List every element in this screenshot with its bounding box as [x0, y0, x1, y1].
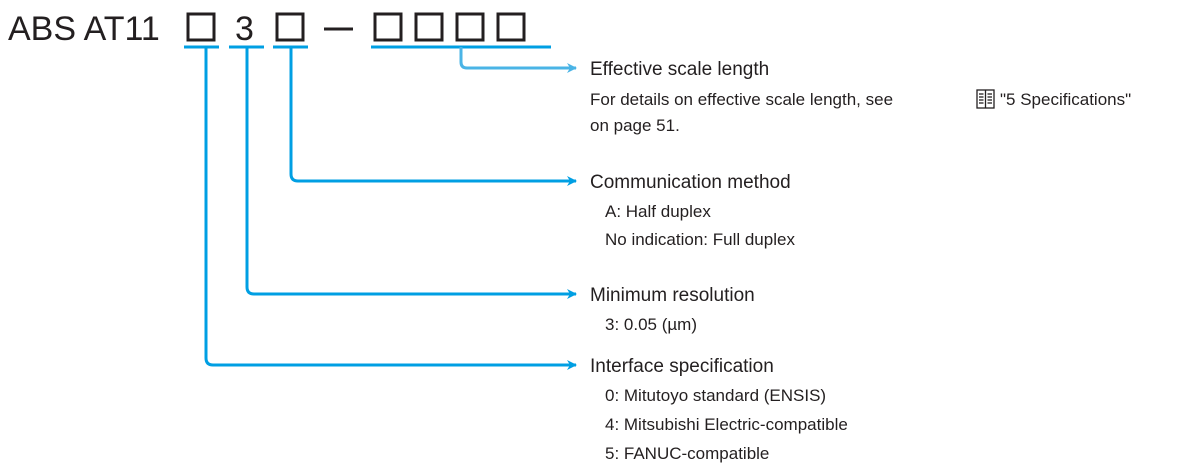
communication-option: A: Half duplex	[605, 202, 711, 221]
placeholder-box-length-3	[455, 12, 485, 42]
interface-option: 0: Mitutoyo standard (ENSIS)	[605, 386, 826, 405]
interface-title: Interface specification	[590, 356, 774, 377]
effective-scale-detail-text: For details on effective scale length, s…	[590, 90, 893, 109]
model-prefix: ABS AT11	[8, 10, 160, 48]
placeholder-box-communication	[275, 12, 305, 42]
placeholder-box-length-4	[496, 12, 526, 42]
resolution-title: Minimum resolution	[590, 285, 755, 306]
interface-option: 4: Mitsubishi Electric-compatible	[605, 415, 848, 434]
placeholder-box-interface	[186, 12, 216, 42]
arrow-communication	[289, 47, 577, 186]
placeholder-box-length-1	[373, 12, 403, 42]
model-fixed-digit: 3	[235, 10, 254, 48]
effective-scale-page-ref: on page 51.	[590, 116, 680, 135]
arrow-resolution	[245, 47, 577, 299]
manual-book-icon	[976, 89, 995, 109]
arrow-interface	[204, 47, 577, 370]
effective-scale-title: Effective scale length	[590, 59, 769, 80]
communication-option: No indication: Full duplex	[605, 230, 795, 249]
communication-title: Communication method	[590, 172, 791, 193]
effective-scale-reference-link[interactable]: "5 Specifications"	[1000, 90, 1131, 109]
placeholder-box-length-2	[414, 12, 444, 42]
interface-option: 5: FANUC-compatible	[605, 444, 769, 463]
arrow-effective-scale	[459, 47, 577, 73]
resolution-option: 3: 0.05 (µm)	[605, 315, 697, 334]
